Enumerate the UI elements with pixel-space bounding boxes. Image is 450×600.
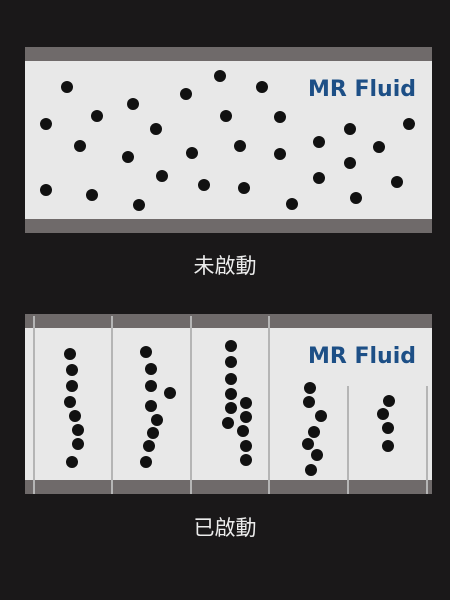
particle-random [391, 176, 403, 188]
particle-chain [147, 427, 159, 439]
particle-random [91, 110, 103, 122]
particle-chain [66, 456, 78, 468]
particle-random [86, 189, 98, 201]
particle-chain [240, 411, 252, 423]
particle-chain [383, 395, 395, 407]
particle-chain [225, 356, 237, 368]
particle-random [61, 81, 73, 93]
fluid-label-on: MR Fluid [307, 344, 416, 369]
particle-random [313, 172, 325, 184]
particle-chain [145, 363, 157, 375]
particle-random [40, 184, 52, 196]
particle-chain [151, 414, 163, 426]
particle-random [344, 123, 356, 135]
field-divider-line [426, 386, 428, 494]
particle-random [256, 81, 268, 93]
particle-chain [225, 402, 237, 414]
particle-random [313, 136, 325, 148]
particle-random [234, 140, 246, 152]
particle-random [373, 141, 385, 153]
particle-chain [240, 397, 252, 409]
caption-not-activated: 未啟動 [193, 254, 257, 278]
particle-random [127, 98, 139, 110]
particle-random [122, 151, 134, 163]
particle-chain [304, 382, 316, 394]
particle-chain [66, 380, 78, 392]
particle-chain [140, 456, 152, 468]
bottom-plate-on [25, 480, 432, 494]
field-divider-line [111, 316, 113, 494]
particle-random [186, 147, 198, 159]
particle-chain [382, 440, 394, 452]
particle-chain [66, 364, 78, 376]
field-divider-line [347, 386, 349, 494]
particle-random [238, 182, 250, 194]
bottom-plate-off [25, 219, 432, 233]
particle-chain [72, 438, 84, 450]
particle-chain [237, 425, 249, 437]
particle-chain [225, 373, 237, 385]
particle-random [180, 88, 192, 100]
particle-random [156, 170, 168, 182]
fluid-chamber-on: MR Fluid [25, 328, 432, 480]
particle-random [133, 199, 145, 211]
particle-chain [140, 346, 152, 358]
particle-chain [145, 400, 157, 412]
fluid-label-off: MR Fluid [307, 77, 416, 102]
top-plate-off [25, 47, 432, 61]
particle-chain [64, 348, 76, 360]
particle-chain [240, 454, 252, 466]
particle-random [220, 110, 232, 122]
particle-random [344, 157, 356, 169]
top-plate-on [25, 314, 432, 328]
field-divider-line [33, 316, 35, 494]
particle-chain [72, 424, 84, 436]
particle-chain [308, 426, 320, 438]
particle-random [150, 123, 162, 135]
particle-chain [69, 410, 81, 422]
particle-chain [225, 388, 237, 400]
particle-chain [222, 417, 234, 429]
particle-random [214, 70, 226, 82]
field-divider-line [268, 316, 270, 494]
particle-chain [240, 440, 252, 452]
particle-chain [145, 380, 157, 392]
particle-random [74, 140, 86, 152]
particle-chain [302, 438, 314, 450]
particle-chain [303, 396, 315, 408]
particle-chain [305, 464, 317, 476]
particle-chain [225, 340, 237, 352]
particle-chain [311, 449, 323, 461]
particle-chain [315, 410, 327, 422]
field-divider-line [190, 316, 192, 494]
caption-activated: 已啟動 [193, 516, 257, 540]
particle-random [403, 118, 415, 130]
particle-chain [164, 387, 176, 399]
particle-random [274, 111, 286, 123]
particle-random [286, 198, 298, 210]
particle-chain [64, 396, 76, 408]
particle-random [274, 148, 286, 160]
particle-chain [143, 440, 155, 452]
particle-chain [377, 408, 389, 420]
particle-random [40, 118, 52, 130]
particle-random [198, 179, 210, 191]
particle-random [350, 192, 362, 204]
particle-chain [382, 422, 394, 434]
